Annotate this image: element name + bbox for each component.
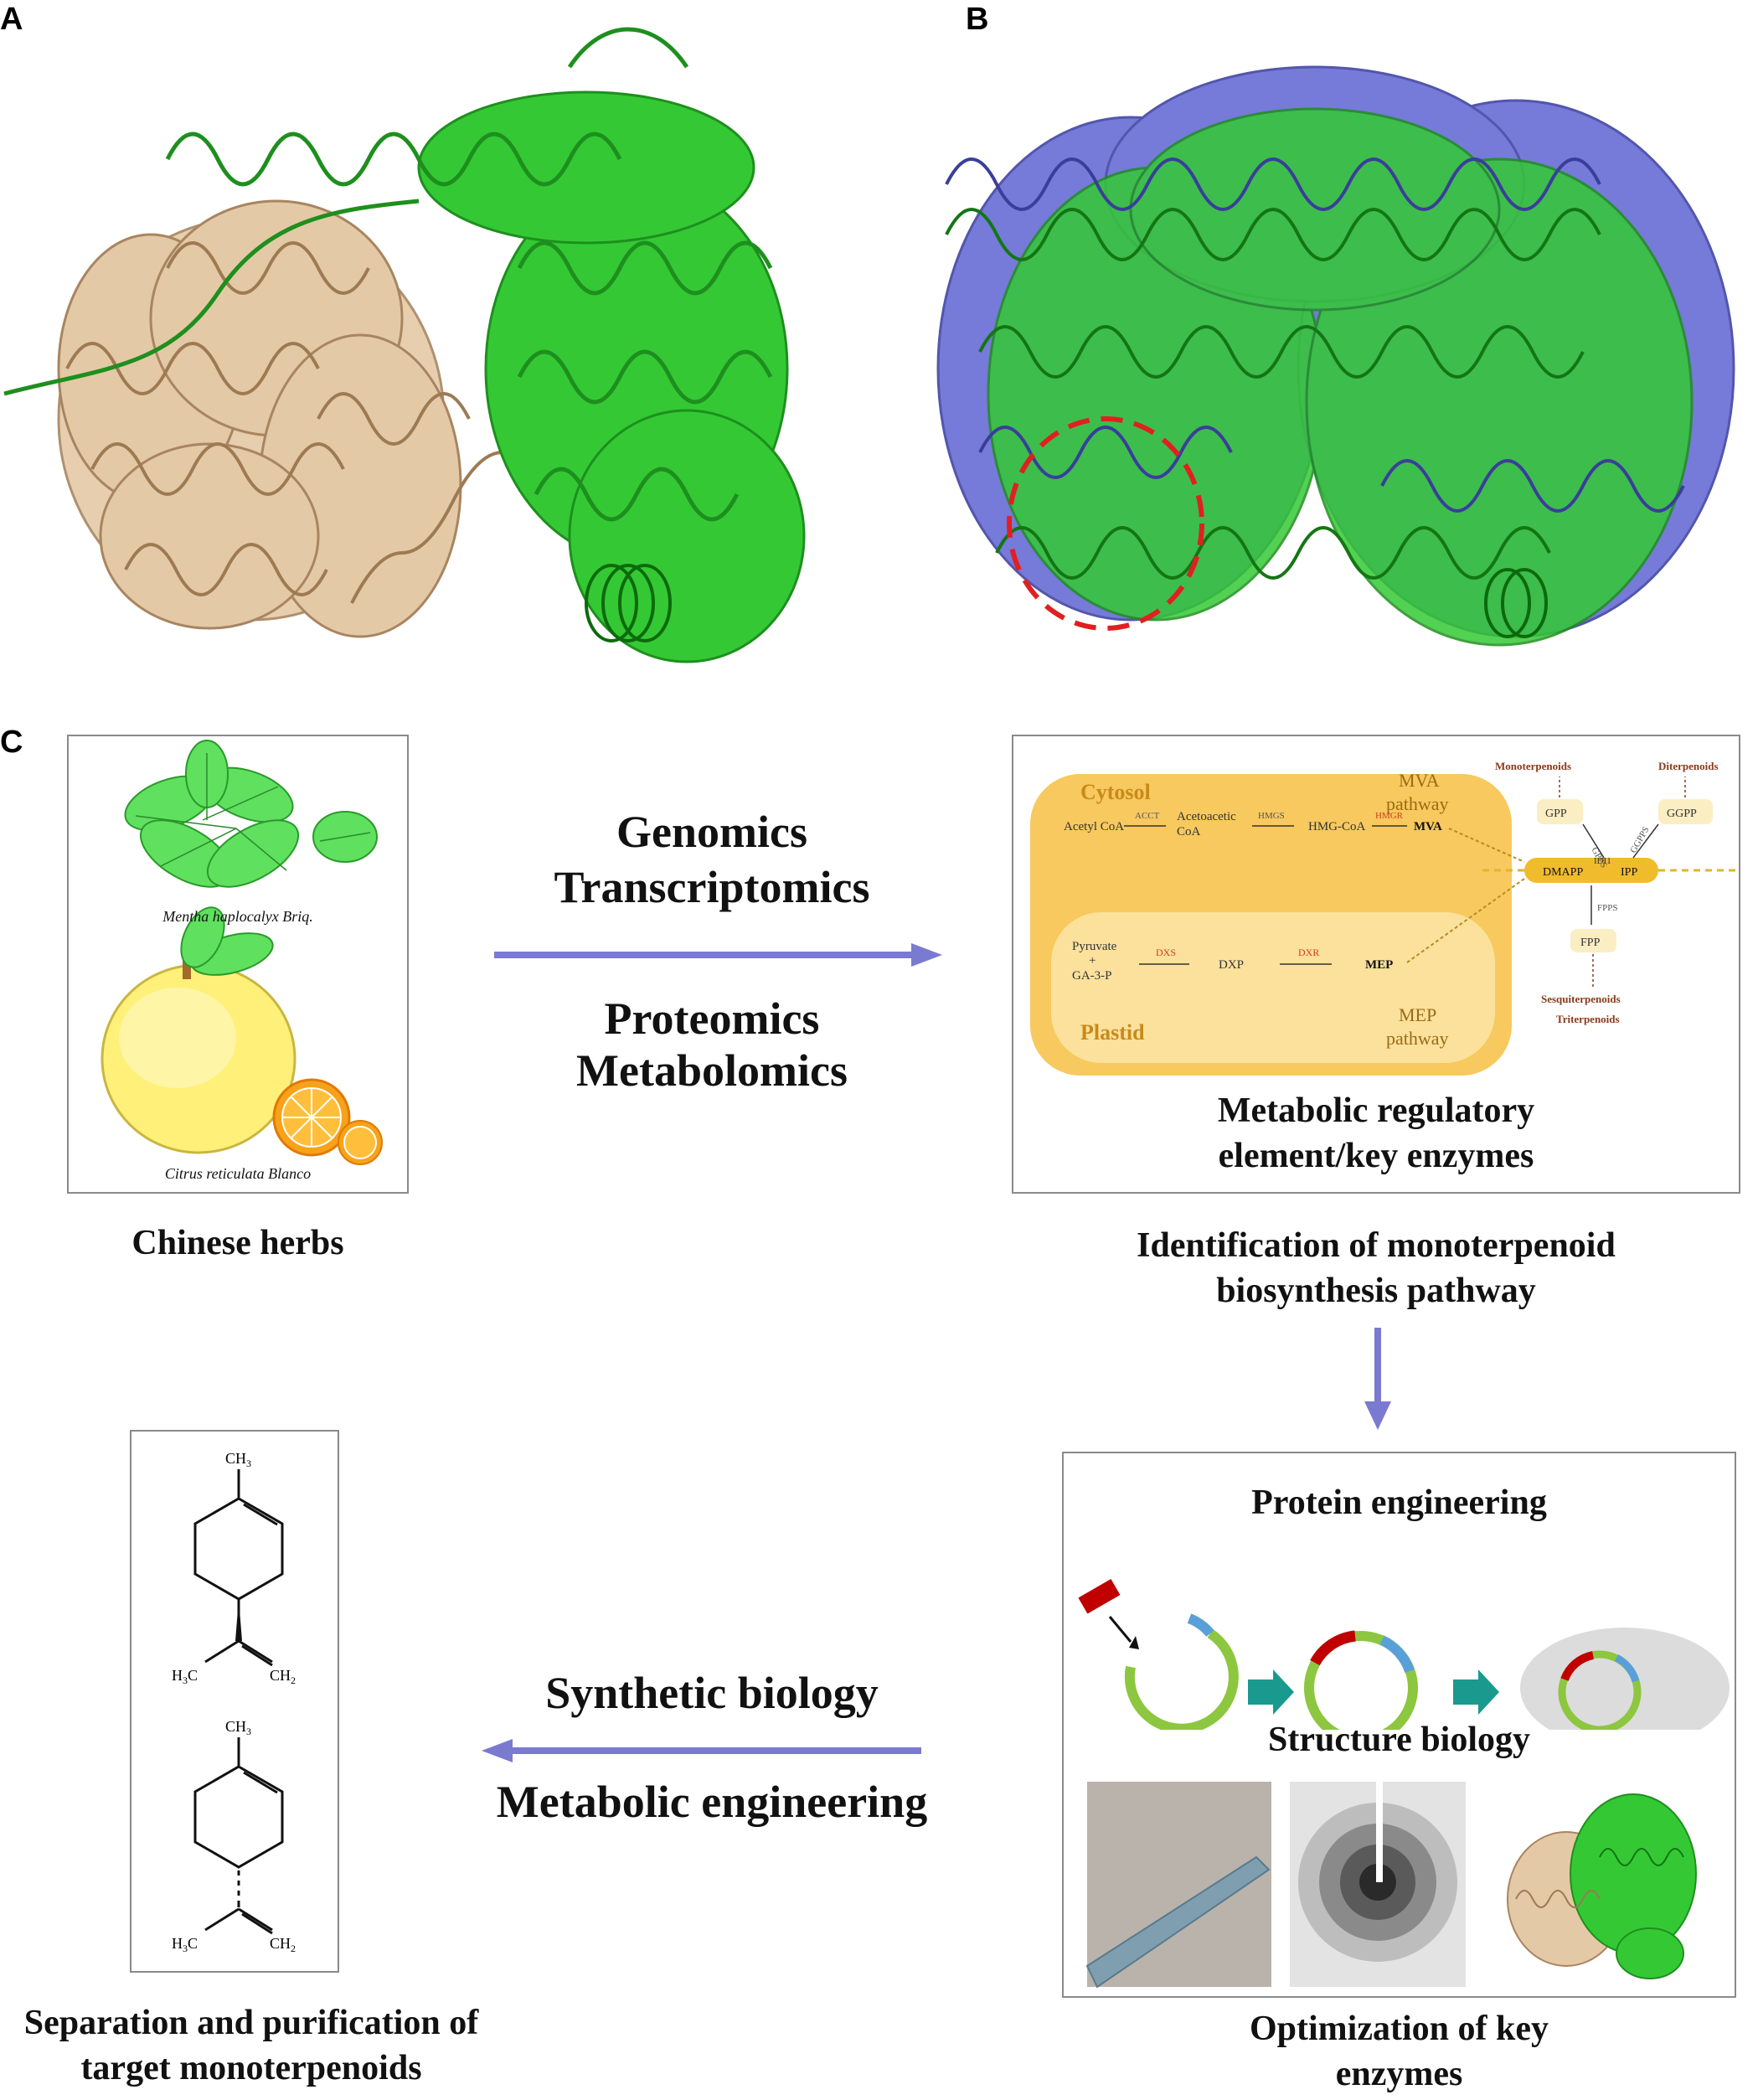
engineering-caption: Optimization of key enzymes [1062, 2006, 1736, 2097]
green-domain [417, 90, 806, 663]
protein-structure-b [936, 65, 1735, 647]
plasmid-1 [1124, 1628, 1239, 1730]
ch2-2: CH2 [270, 1935, 296, 1954]
pathway-caption-line2: element/key enzymes [1218, 1137, 1534, 1175]
separation-line2: target monoterpenoids [80, 2049, 422, 2087]
dmapp: DMAPP [1543, 866, 1583, 879]
plasmid-illustration [1078, 1578, 1730, 1730]
dxs-enzyme: DXS [1156, 947, 1176, 958]
protein-engineering-label: Protein engineering [1251, 1483, 1547, 1522]
panel-label-a: A [0, 2, 23, 37]
mva-pathway-label-2: pathway [1386, 793, 1449, 814]
ch2-1: CH2 [270, 1667, 296, 1686]
triterpenoids-label: Triterpenoids [1556, 1013, 1620, 1025]
acetyl-coa: Acetyl CoA [1064, 820, 1124, 833]
pathway-caption-line1: Metabolic regulatory [1217, 1091, 1535, 1130]
identification-line2: biosynthesis pathway [1216, 1272, 1536, 1310]
citrus-fruit [101, 906, 383, 1165]
gene-insert [1078, 1578, 1121, 1614]
acetoacetic-1: Acetoacetic [1177, 810, 1236, 823]
mint-species-name: Mentha haplocalyx Briq. [162, 908, 313, 925]
protein-structure-a [3, 27, 806, 663]
engineering-caption-line2: enzymes [1335, 2055, 1463, 2093]
dxr-enzyme: DXR [1298, 947, 1319, 958]
mep-pathway-label-1: MEP [1399, 1004, 1436, 1025]
engineering-caption-line1: Optimization of key [1250, 2010, 1549, 2048]
synbio-arrow [482, 1739, 921, 1762]
down-arrow [1364, 1328, 1391, 1430]
plastid-label: Plastid [1080, 1020, 1145, 1045]
omics-metabolomics: Metabolomics [576, 1045, 848, 1096]
omics-top: Genomics Transcriptomics [469, 804, 955, 915]
plasmid-2 [1304, 1631, 1418, 1730]
monoterpenoids-label: Monoterpenoids [1495, 760, 1571, 772]
pathway-caption: Metabolic regulatory element/key enzymes [1013, 1088, 1739, 1179]
pathway-diagram: Cytosol MVA pathway Acetyl CoA ACCT Acet… [1030, 760, 1739, 1076]
herbs-illustration [101, 740, 383, 1165]
herbs-box: Mentha haplocalyx Briq. Citrus reticulat… [67, 735, 409, 1194]
molecule-box: CH3 H3C CH2 CH3 H3C CH2 [130, 1430, 339, 1973]
h3c-2: H3C [172, 1935, 198, 1954]
identification-caption: Identification of monoterpenoid biosynth… [1012, 1223, 1740, 1313]
mva-metabolite: MVA [1414, 820, 1442, 833]
gpp-node [1537, 799, 1583, 824]
mep-metabolite: MEP [1365, 958, 1393, 972]
omics-transcriptomics: Transcriptomics [554, 862, 870, 912]
engineering-box: Protein engineering Structure biology [1062, 1452, 1736, 1998]
h3c-1: H3C [172, 1667, 198, 1686]
fpp-node [1570, 929, 1616, 952]
acct-enzyme: ACCT [1135, 811, 1160, 821]
pathway-box: Cytosol MVA pathway Acetyl CoA ACCT Acet… [1012, 735, 1740, 1194]
dxp: DXP [1219, 958, 1244, 972]
mini-protein-structure [1507, 1793, 1697, 1979]
ga3p: GA-3-P [1072, 969, 1112, 983]
dmapp-ipp-node [1524, 858, 1658, 883]
plastid-region [1051, 912, 1495, 1063]
citrus-species-name: Citrus reticulata Blanco [164, 1165, 312, 1182]
hmg-coa: HMG-CoA [1308, 820, 1366, 833]
diterpenoids-label: Diterpenoids [1658, 760, 1719, 772]
pyruvate: Pyruvate [1072, 940, 1117, 953]
ch3-top-1: CH3 [225, 1450, 251, 1469]
omics-proteomics: Proteomics [604, 993, 820, 1044]
panel-label-b: B [966, 2, 989, 37]
structure-images [1085, 1782, 1697, 1989]
ggpp: GGPP [1667, 807, 1697, 820]
omics-genomics: Genomics [616, 807, 807, 857]
gpp: GPP [1545, 807, 1567, 820]
ggpp-node [1658, 799, 1713, 824]
ipp: IPP [1621, 866, 1637, 879]
host-cell [1520, 1628, 1730, 1730]
fpp: FPP [1580, 936, 1601, 949]
metabolic-engineering-label: Metabolic engineering [496, 1777, 928, 1827]
ggpps-enzyme: GGPPS [1628, 825, 1652, 855]
omics-arrow [494, 943, 942, 967]
teal-arrow-2 [1453, 1669, 1499, 1715]
identification-line1: Identification of monoterpenoid [1137, 1226, 1616, 1265]
plus-sign: + [1089, 954, 1096, 967]
mva-pathway-label-1: MVA [1399, 770, 1440, 791]
teal-arrow-1 [1248, 1669, 1294, 1715]
acetoacetic-2: CoA [1177, 825, 1201, 838]
ch3-top-2: CH3 [225, 1718, 251, 1737]
herbs-caption: Chinese herbs [131, 1224, 344, 1262]
panel-label-c: C [0, 725, 23, 760]
cytosol-label: Cytosol [1080, 780, 1151, 804]
synthetic-biology-label: Synthetic biology [545, 1668, 879, 1718]
hmgr-enzyme: HMGR [1375, 811, 1404, 821]
fpps-enzyme: FPPS [1597, 903, 1617, 913]
structure-biology-label: Structure biology [1267, 1721, 1531, 1759]
plasmid-3 [1558, 1650, 1642, 1730]
tan-domain [57, 199, 462, 638]
idi1-enzyme: IDI1 [1594, 856, 1611, 866]
highlight-dashed-circle [1007, 416, 1204, 631]
mint-leaves [124, 740, 378, 888]
separation-caption: Separation and purification of target mo… [0, 2000, 503, 2091]
separation-line1: Separation and purification of [23, 2004, 479, 2042]
mep-pathway-label-2: pathway [1386, 1028, 1449, 1049]
limonene-structures: CH3 H3C CH2 CH3 H3C CH2 [172, 1450, 296, 1954]
hmgs-enzyme: HMGS [1258, 811, 1285, 821]
omics-bottom: Proteomics Metabolomics [469, 993, 955, 1096]
sesquiterpenoids-label: Sesquiterpenoids [1541, 993, 1621, 1005]
